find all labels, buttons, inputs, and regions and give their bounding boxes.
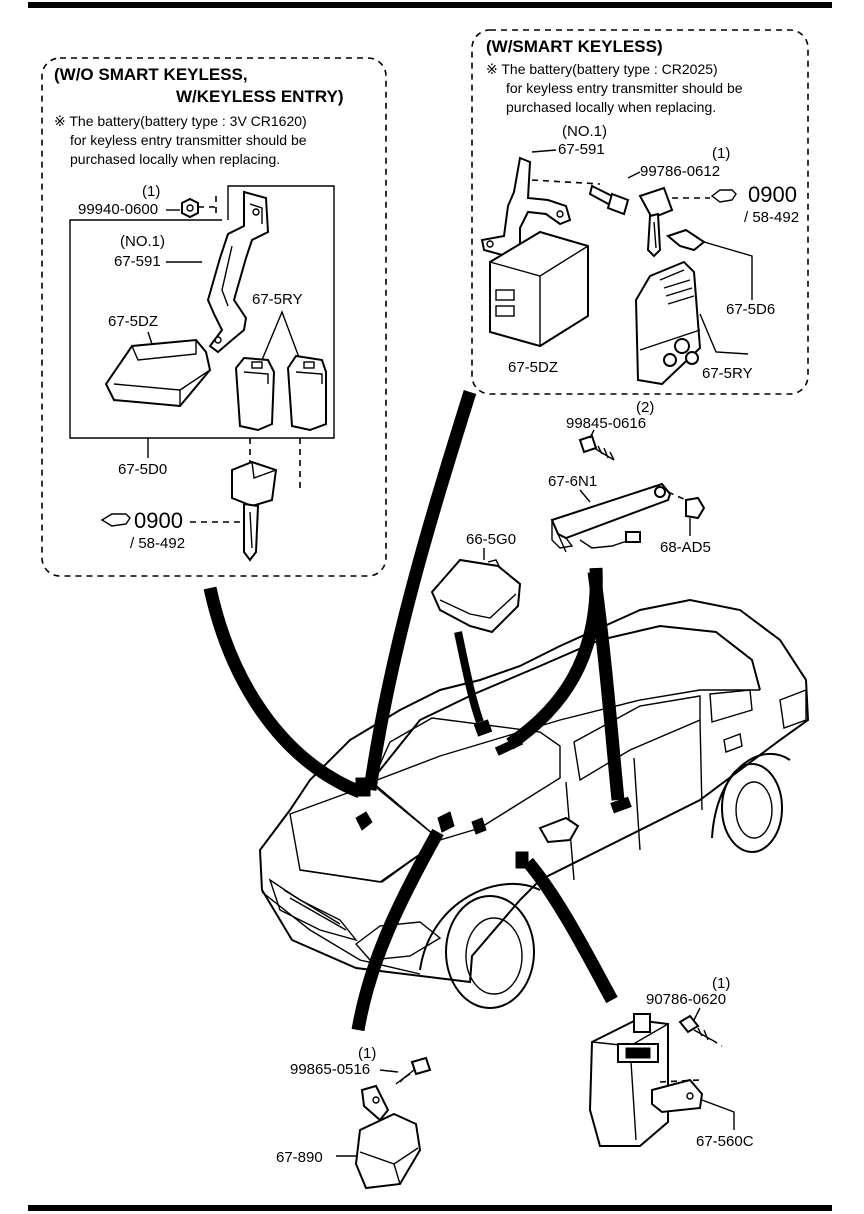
left-ref-sub: / 58-492	[130, 535, 185, 552]
right-bracket-no: 67-591	[558, 141, 605, 158]
leader-lamp	[454, 631, 484, 724]
right-transmitter-no: 67-5RY	[702, 365, 753, 382]
right-bracket-icon	[480, 156, 572, 258]
left-nut-no: 99940-0600	[78, 201, 158, 218]
left-box-title-line2: W/KEYLESS ENTRY)	[176, 87, 344, 106]
right-bolt-no: 99786-0612	[640, 163, 720, 180]
left-ref-no: 0900	[134, 508, 183, 533]
right-box-title: (W/SMART KEYLESS)	[486, 37, 663, 56]
marker-lamp	[473, 719, 493, 737]
clip-no: 68-AD5	[660, 539, 711, 556]
horn-no: 67-890	[276, 1149, 323, 1166]
right-box: (W/SMART KEYLESS) ※ The battery(battery …	[471, 29, 809, 395]
right-module-icon	[489, 230, 589, 348]
pointing-hand-icon	[710, 189, 737, 203]
unit-right-no: 67-560C	[696, 1133, 754, 1150]
screw-bottom-icon	[395, 1056, 432, 1085]
nut-icon	[181, 197, 199, 219]
screw-top-no: 99845-0616	[566, 415, 646, 432]
left-key-icon	[231, 460, 278, 562]
leader-left-box	[203, 586, 363, 799]
left-set-frame	[69, 185, 335, 439]
clip-icon	[685, 496, 706, 520]
right-box-note-line1: ※ The battery(battery type : CR2025)	[486, 61, 718, 77]
right-ref-no: 0900	[748, 182, 797, 207]
left-box: (W/O SMART KEYLESS, W/KEYLESS ENTRY) ※ T…	[41, 57, 387, 577]
pointing-hand-icon	[100, 513, 131, 527]
left-bracket-qty: (NO.1)	[120, 233, 165, 250]
right-keyblade-no: 67-5D6	[726, 301, 775, 318]
right-ref-sub: / 58-492	[744, 209, 799, 226]
bolt-right-no: 90786-0620	[646, 991, 726, 1008]
car-illustration	[258, 598, 810, 1009]
unit-right-icon	[588, 1013, 669, 1147]
top-border	[28, 2, 832, 8]
leader-antenna	[506, 567, 603, 750]
screw-bottom-no: 99865-0516	[290, 1061, 370, 1078]
lamp-no: 66-5G0	[466, 531, 516, 548]
marker-center	[471, 817, 487, 835]
right-module-no: 67-5DZ	[508, 359, 558, 376]
left-transmitter-icon	[234, 354, 327, 432]
left-module-icon	[104, 338, 212, 408]
left-transmitter-no: 67-5RY	[252, 291, 303, 308]
right-reference-mark: 0900 / 58-492	[672, 182, 799, 226]
leader-unit	[523, 857, 618, 1004]
screw-top-qty: (2)	[636, 399, 654, 416]
right-box-note-line3: purchased locally when replacing.	[506, 99, 716, 115]
marker-unit	[515, 851, 529, 869]
right-box-note-line2: for keyless entry transmitter should be	[506, 80, 743, 96]
right-bolt-qty: (1)	[712, 145, 730, 162]
horn-icon	[354, 1084, 422, 1190]
marker-bracket	[355, 811, 373, 831]
bolt-right-icon	[678, 1014, 713, 1041]
right-bracket-qty: (NO.1)	[562, 123, 607, 140]
leader-door	[587, 571, 625, 801]
screw-top-icon	[578, 434, 615, 461]
left-reference-mark: 0900 / 58-492	[100, 508, 242, 552]
antenna-icon	[550, 482, 672, 553]
unit-bracket-icon	[651, 1078, 704, 1114]
leader-horn	[351, 828, 444, 1032]
left-module-no: 67-5DZ	[108, 313, 158, 330]
left-bracket-icon	[206, 190, 270, 354]
left-box-note-line2: for keyless entry transmitter should be	[70, 132, 307, 148]
left-box-note-line3: purchased locally when replacing.	[70, 151, 280, 167]
right-keyblade-icon	[665, 228, 706, 252]
left-set-no: 67-5D0	[118, 461, 167, 478]
right-transmitter-icon	[634, 260, 702, 386]
marker-door	[610, 796, 632, 814]
right-key-icon	[638, 186, 674, 258]
bolt-right-qty: (1)	[712, 975, 730, 992]
screw-bottom-qty: (1)	[358, 1045, 376, 1062]
antenna-no: 67-6N1	[548, 473, 597, 490]
marker-horn	[437, 811, 455, 833]
left-bracket-no: 67-591	[114, 253, 161, 270]
leader-right-box	[363, 390, 477, 791]
left-box-note-line1: ※ The battery(battery type : 3V CR1620)	[54, 113, 307, 129]
bottom-border	[28, 1205, 832, 1211]
left-nut-qty: (1)	[142, 183, 160, 200]
right-bolt-icon	[588, 184, 630, 216]
left-box-outline	[41, 57, 387, 577]
left-box-title-line1: (W/O SMART KEYLESS,	[54, 65, 248, 84]
lamp-icon	[430, 558, 522, 634]
